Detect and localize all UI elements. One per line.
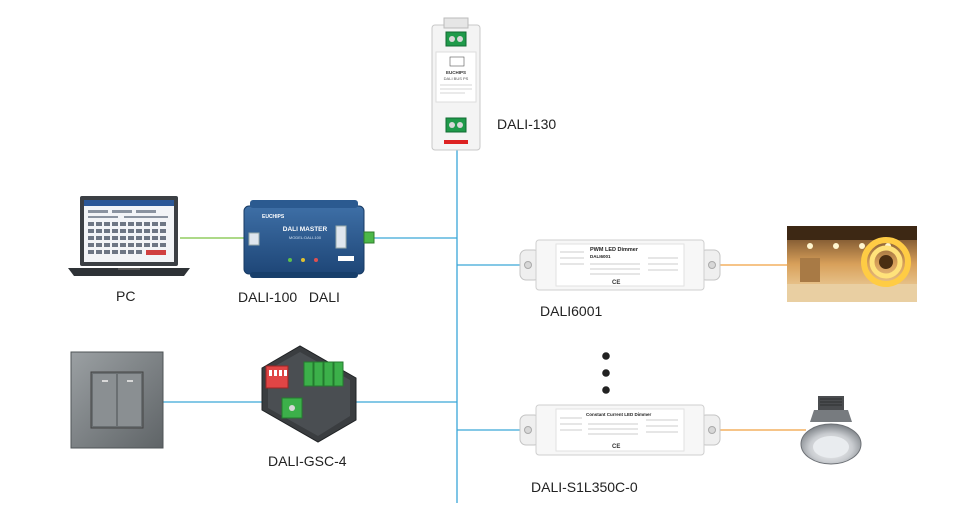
dali-gsc-4-label: DALI-GSC-4 — [268, 453, 347, 469]
dali6001-label: DALI6001 — [540, 303, 603, 319]
dali6001-model: DALI6001 — [590, 254, 611, 259]
dali-130-label: DALI-130 — [497, 116, 557, 132]
led-downlight-image — [800, 396, 862, 465]
svg-text:CE: CE — [612, 280, 620, 286]
more-devices-ellipsis — [602, 352, 610, 394]
pc-label: PC — [116, 288, 136, 304]
dali6001-title: PWM LED Dimmer — [590, 247, 639, 253]
bus-lines — [163, 148, 806, 503]
dali-100-model: MODEL:DALI-100 — [289, 235, 322, 240]
dali-100-master: EUCHIPS DALI MASTER MODEL:DALI-100 — [243, 200, 375, 278]
dali-s1l350c-label: DALI-S1L350C-0 — [531, 479, 638, 495]
dali6001-dimmer: PWM LED Dimmer DALI6001 CE — [519, 239, 721, 291]
svg-text:CE: CE — [612, 444, 620, 450]
dali-130-power-supply: EUCHIPS DALI BUS PS — [431, 17, 481, 151]
led-strip-room-image — [787, 226, 917, 302]
wall-push-switch — [70, 351, 164, 449]
dali-s1l350c-dimmer: Constant Current LED Dimmer CE — [519, 404, 721, 456]
pc-laptop — [68, 196, 190, 276]
dali-130-model: DALI BUS PS — [444, 76, 469, 81]
dali-100-label: DALI-100 DALI — [238, 289, 340, 305]
dali-100-brand: EUCHIPS — [262, 214, 285, 220]
dali-gsc-4-module — [261, 345, 357, 443]
dali-100-title: DALI MASTER — [283, 226, 328, 233]
dali-s1l350c-title: Constant Current LED Dimmer — [586, 412, 652, 417]
dali-130-brand: EUCHIPS — [446, 70, 466, 75]
